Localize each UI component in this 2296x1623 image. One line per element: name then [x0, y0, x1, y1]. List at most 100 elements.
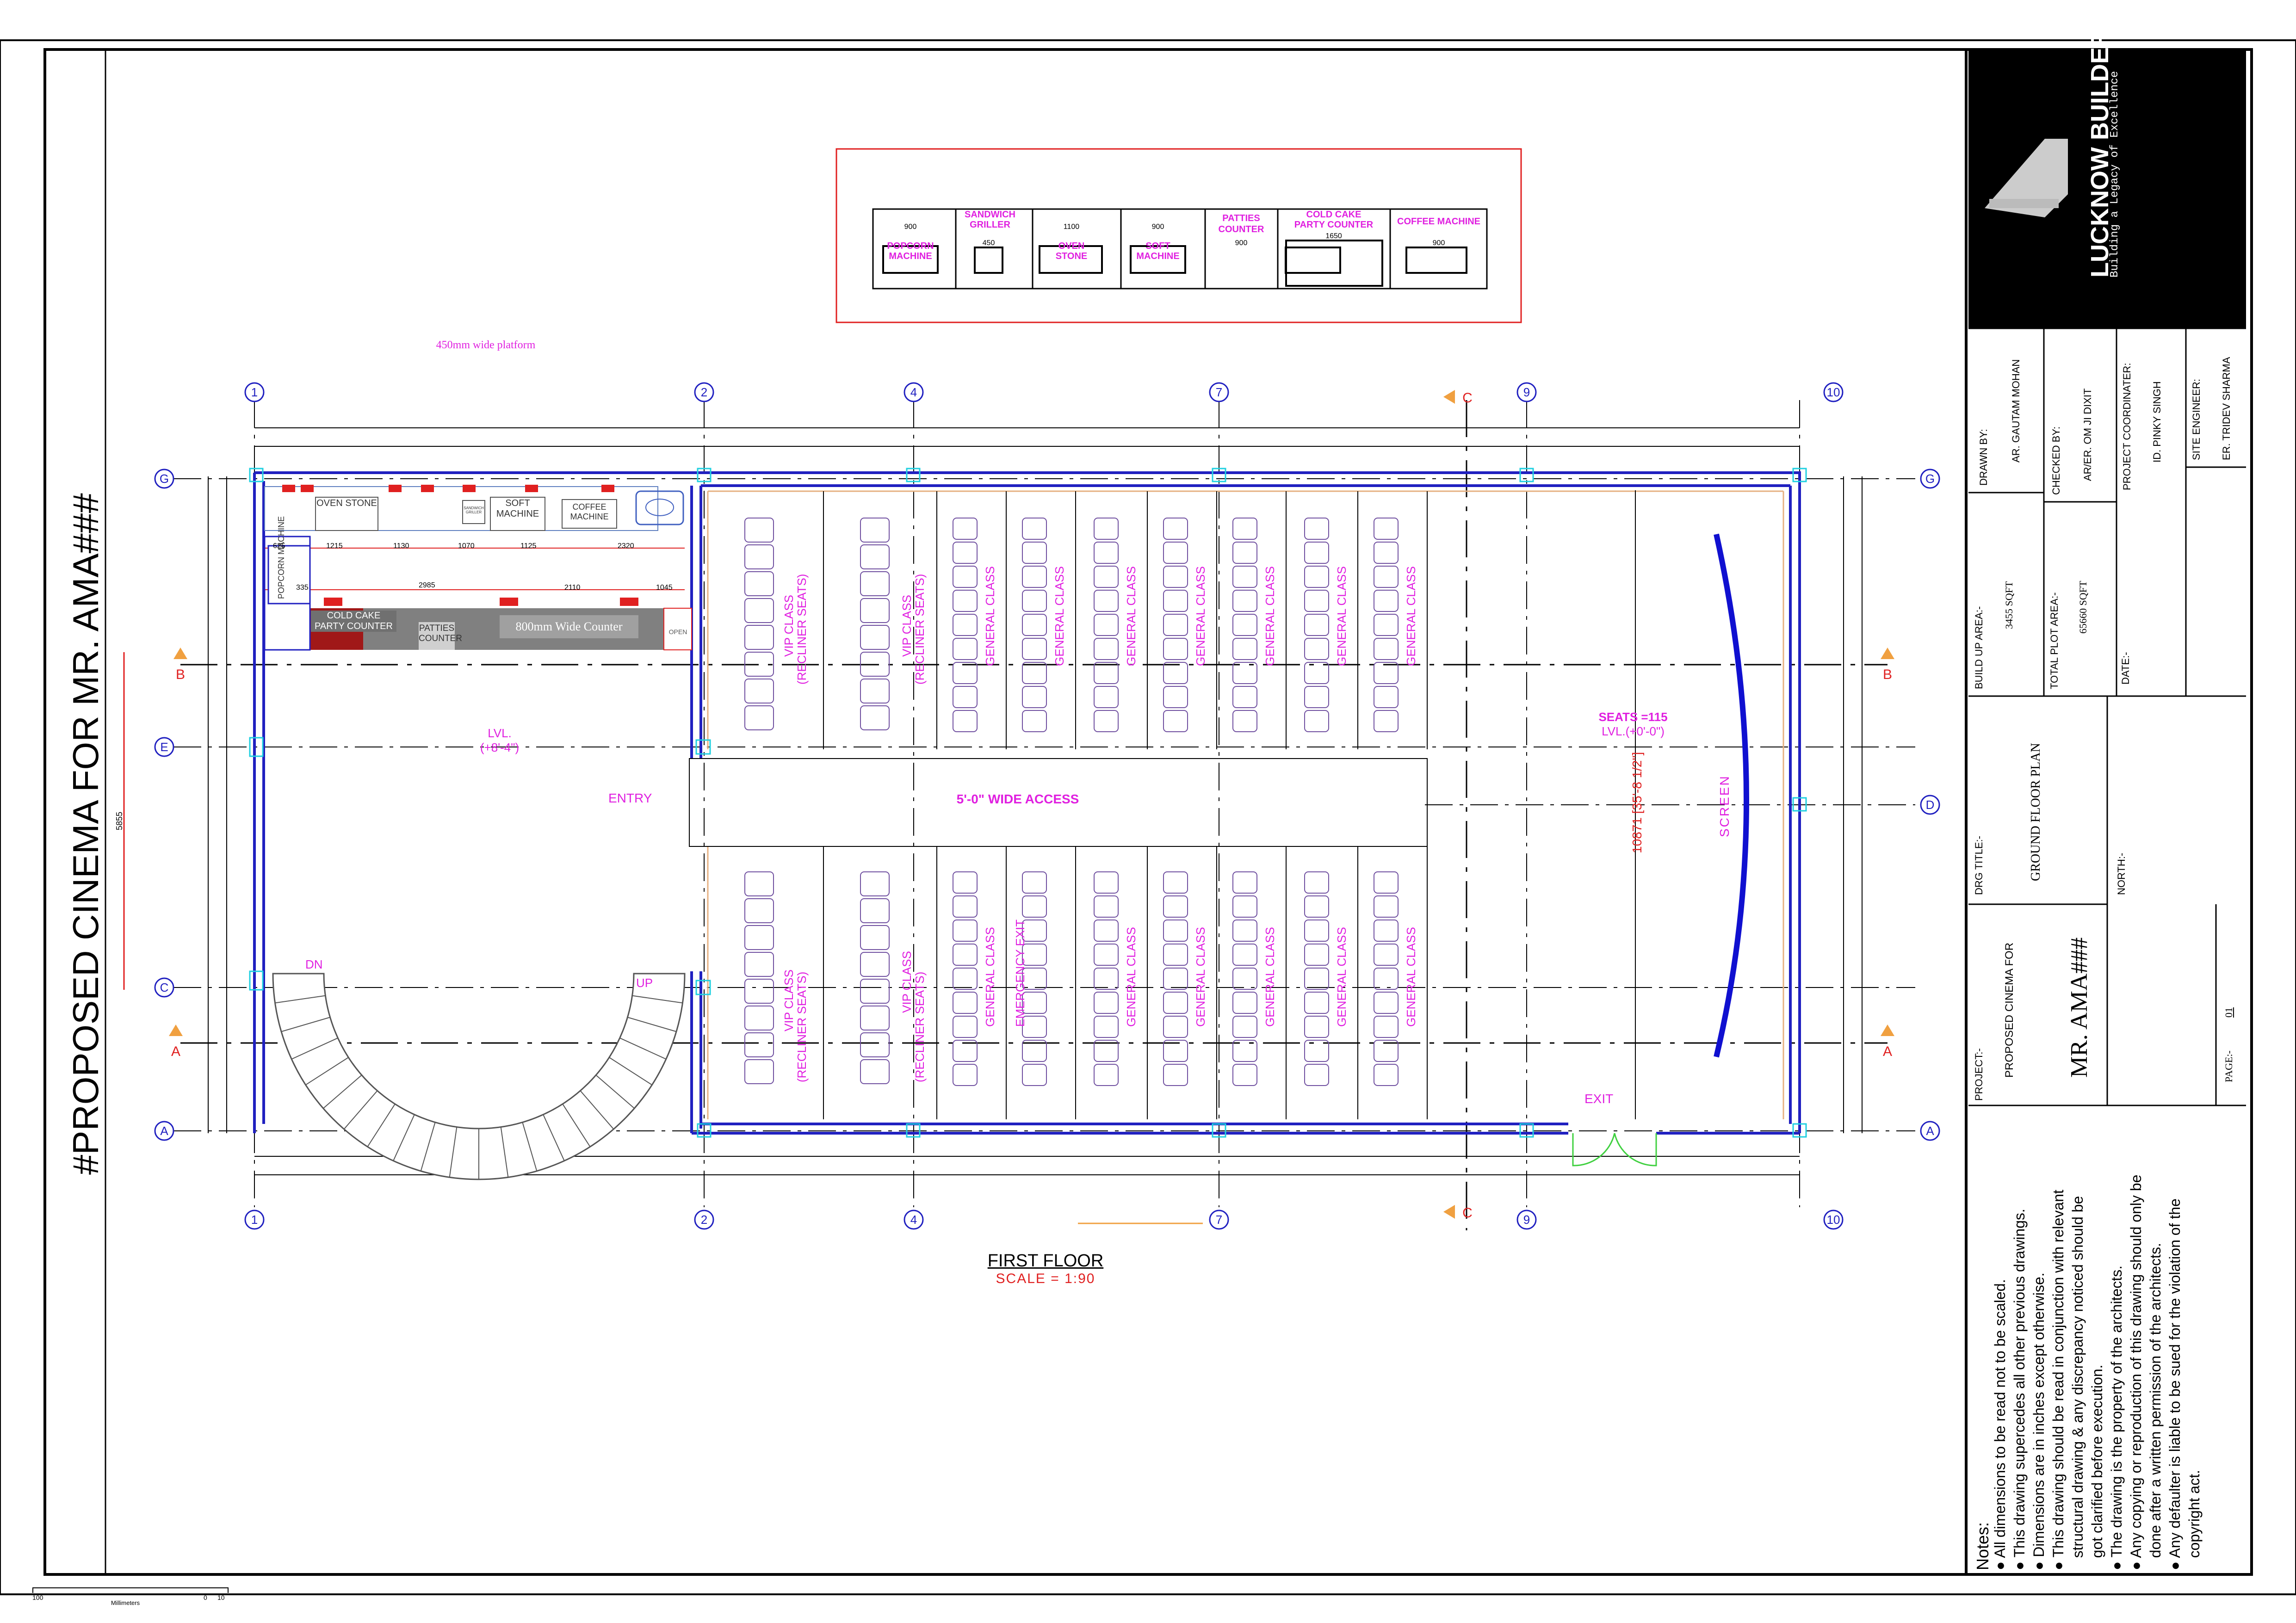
legend-label-coldcake-1: COLD CAKE — [1306, 210, 1362, 220]
platform-note: 450mm wide platform — [436, 339, 536, 351]
seat-icon — [953, 871, 978, 894]
services-2: Modular Kitchen / Wardrobe / Elevation — [2225, 135, 2237, 324]
stair-tread — [367, 1104, 396, 1147]
legend-dim-soft: 900 — [1152, 223, 1164, 231]
seat-icon — [860, 544, 890, 569]
seat-icon — [1232, 662, 1257, 684]
seat-icon — [953, 1064, 978, 1086]
grid-top-4: 4 — [910, 385, 917, 399]
stair-tread — [632, 995, 683, 1004]
seat-icon — [860, 871, 890, 896]
seat-icon — [1304, 944, 1329, 966]
address-2: Path, Gomti Nagar Extension , Lucknow — [2144, 143, 2156, 324]
legend-oven-box — [1039, 245, 1103, 274]
seat-icon — [1304, 662, 1329, 684]
legend-coldcake-box — [1285, 240, 1383, 287]
seat-icon — [1163, 638, 1188, 660]
drg-title: GROUND FLOOR PLAN — [2029, 743, 2043, 881]
stair-tread — [281, 1017, 330, 1032]
coordinator: ID. PINKY SINGH — [2151, 381, 2163, 463]
grid-top-10: 10 — [1827, 385, 1840, 399]
seat-icon — [1304, 895, 1329, 918]
seats-total: SEATS =115 — [1598, 710, 1668, 724]
seat-icon — [953, 710, 978, 732]
seat-icon — [744, 1059, 774, 1084]
seat-icon — [1163, 662, 1188, 684]
access-label: 5'-0" WIDE ACCESS — [956, 792, 1079, 806]
north-label: NORTH:- — [2116, 852, 2127, 895]
grid-bottom-7: 7 — [1216, 1213, 1222, 1227]
seat-icon — [1022, 1064, 1047, 1086]
dim-1130: 1130 — [393, 542, 409, 550]
seat-icon — [744, 952, 774, 977]
plan-oven-stone — [315, 497, 378, 531]
seat-icon — [1163, 542, 1188, 564]
plan-patties-counter — [419, 622, 455, 650]
lobby-level: LVL. (+8'-4") — [444, 726, 555, 755]
seat-icon — [860, 652, 890, 677]
seat-icon — [1232, 1040, 1257, 1062]
legend-dim-patties: 900 — [1235, 239, 1248, 247]
seat-icon — [1022, 614, 1047, 636]
plan-griller-small — [462, 500, 485, 524]
lobby-level-label: LVL. — [488, 726, 512, 740]
seat-icon — [953, 895, 978, 918]
legend-label-oven-2: STONE — [1056, 251, 1088, 261]
seat-icon — [1232, 944, 1257, 966]
grid-top-1: 1 — [251, 385, 258, 399]
legend-label-patties-2: COUNTER — [1219, 224, 1264, 235]
seat-icon — [1374, 919, 1399, 942]
seat-icon — [1094, 992, 1119, 1014]
address-1: Corporate office - 5/737 ,sec-5 ,Amar Sh… — [2132, 113, 2143, 324]
stair-tread — [305, 1057, 349, 1086]
project-line-1: PROPOSED CINEMA FOR — [2003, 942, 2016, 1078]
dim-2110: 2110 — [564, 584, 581, 592]
seat-icon — [1163, 566, 1188, 588]
seat-icon — [860, 679, 890, 704]
seat-icon — [1232, 614, 1257, 636]
legend-label-sandwich-1: SANDWICH — [965, 210, 1015, 220]
seat-icon — [1163, 1040, 1188, 1062]
seat-icon — [1374, 944, 1399, 966]
dim-625: 625 — [273, 542, 285, 550]
seat-icon — [1232, 919, 1257, 942]
legend-label-soft-2: MACHINE — [1136, 251, 1179, 261]
legend-popcorn-box — [882, 245, 939, 274]
seat-icon — [1374, 662, 1399, 684]
build-up-label: BUILD UP AREA:- — [1973, 606, 1985, 689]
seat-icon — [1022, 871, 1047, 894]
seat-icon — [1094, 590, 1119, 612]
legend-dim-popcorn: 900 — [904, 223, 917, 231]
legend-dim-coldcake: 1650 — [1325, 232, 1342, 240]
notes-title: Notes: — [1973, 1522, 1992, 1570]
stair-tread — [627, 1017, 677, 1032]
seat-icon — [1163, 686, 1188, 708]
grid-left-C: C — [160, 981, 169, 994]
seat-icon — [1374, 992, 1399, 1014]
seat-icon — [1094, 871, 1119, 894]
exit-label: EXIT — [1584, 1092, 1614, 1106]
legend-label-coldcake-2: PARTY COUNTER — [1294, 220, 1374, 230]
seat-icon — [860, 625, 890, 650]
dim-2985: 2985 — [419, 581, 435, 589]
seat-icon — [1374, 710, 1399, 732]
legend-coffee-box — [1405, 247, 1467, 274]
grid-left-G: G — [160, 472, 169, 486]
seat-icon — [1022, 518, 1047, 540]
seat-icon — [1304, 919, 1329, 942]
note-line: ● Dimensions are in inches except otherw… — [2030, 1272, 2047, 1570]
scalebar: 100 0 10 Millimeters — [32, 1587, 231, 1611]
cold-cake-label: COLD CAKE PARTY COUNTER — [311, 611, 396, 632]
plot-area-label: TOTAL PLOT AREA:- — [2048, 592, 2060, 689]
plan-wide-counter-label-bg — [500, 615, 638, 638]
logo-mark-icon — [1985, 139, 2068, 217]
seat-icon — [953, 944, 978, 966]
dim-1215: 1215 — [326, 542, 343, 550]
section-mark-b-left: B — [176, 667, 185, 682]
seat-icon — [1094, 686, 1119, 708]
section-mark-c-bottom: C — [1462, 1205, 1473, 1221]
seat-icon — [860, 952, 890, 977]
seat-icon — [1163, 518, 1188, 540]
drg-title-label: DRG TITLE:- — [1973, 836, 1985, 895]
stair-tread — [580, 1090, 614, 1129]
